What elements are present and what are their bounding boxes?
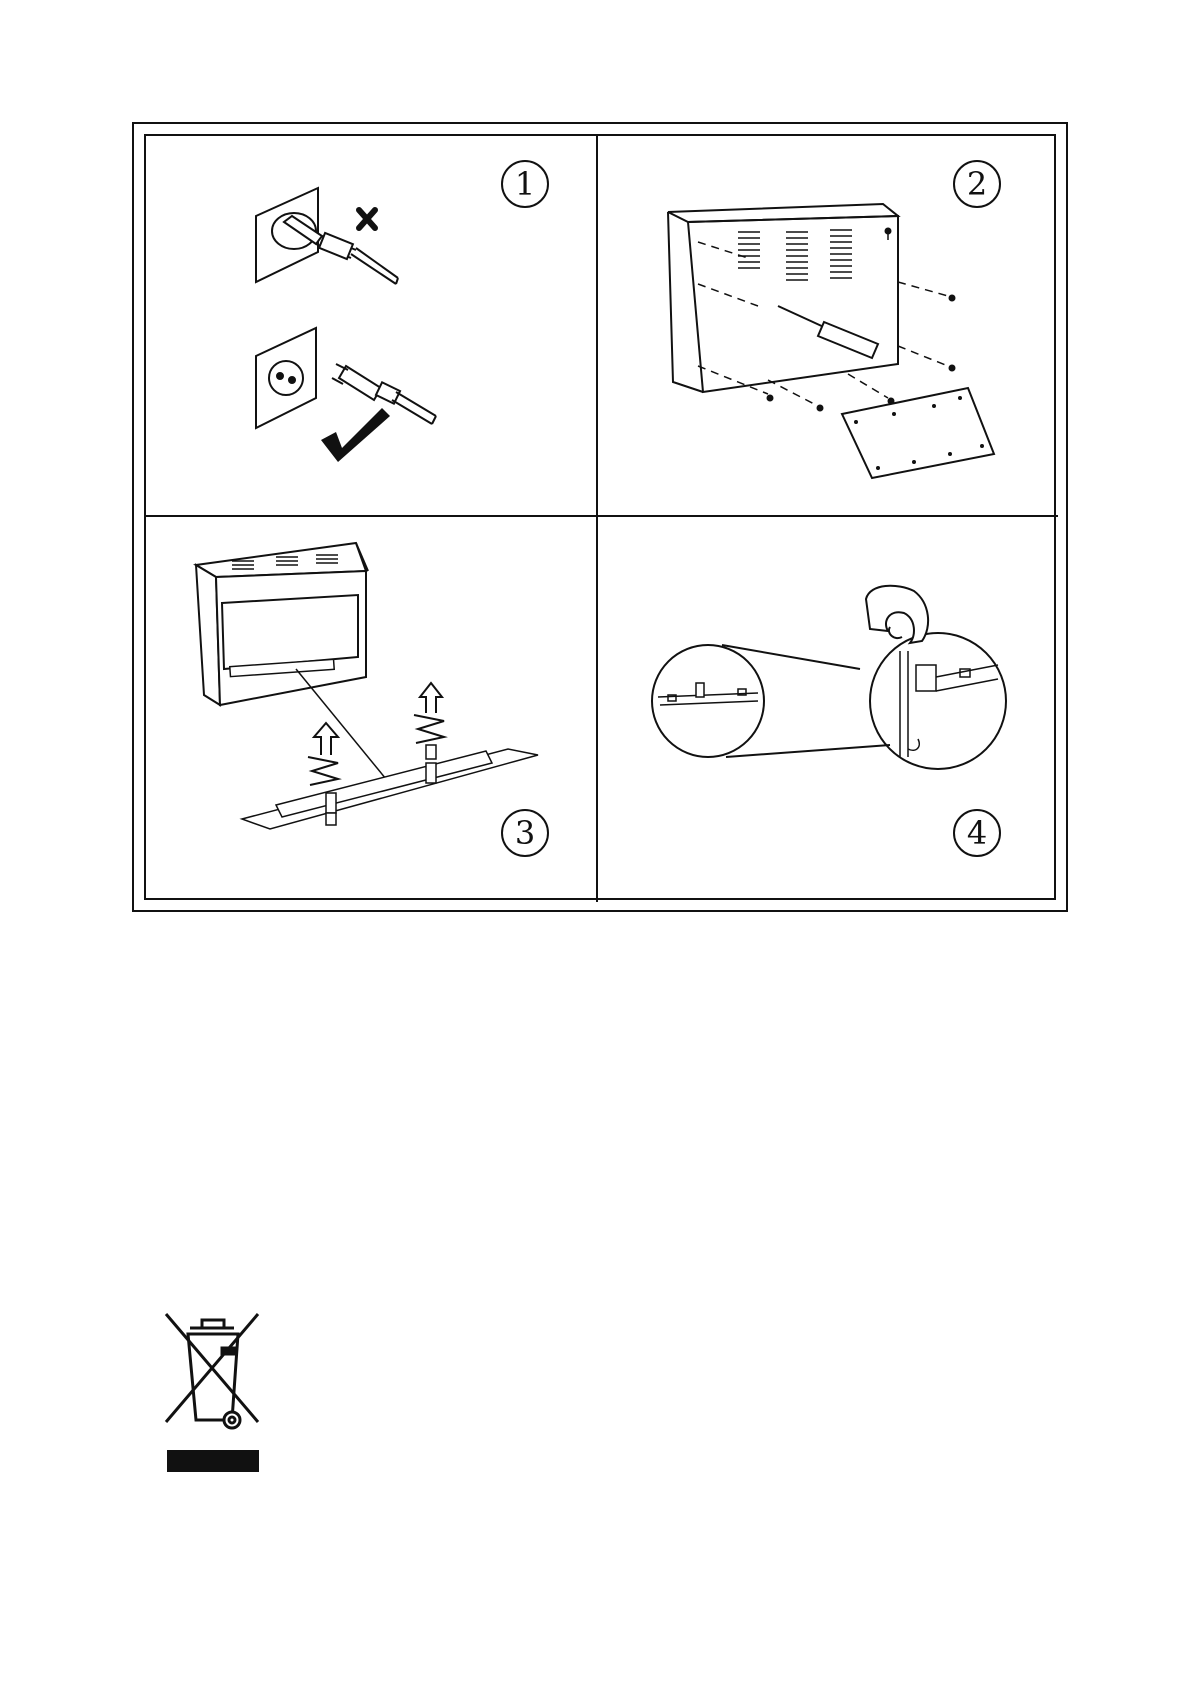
step-4-number: 4 <box>953 809 1001 857</box>
instruction-figure: 1 <box>132 122 1068 912</box>
step-2-panel: 2 <box>598 136 1058 517</box>
step-3-number: 3 <box>501 809 549 857</box>
screws <box>767 228 956 412</box>
wall-plate-right <box>256 328 316 428</box>
screwdriver-icon <box>778 306 878 358</box>
detail-circle-large <box>870 633 1006 769</box>
step-1-number: 1 <box>501 160 549 208</box>
socket-right <box>269 361 303 395</box>
vent-slots <box>738 230 852 280</box>
crossed-out-wheelie-bin-icon <box>160 1310 266 1475</box>
step-2-number: 2 <box>953 160 1001 208</box>
back-cover-panel <box>842 388 994 478</box>
spring-up-arrow-icon <box>308 723 338 785</box>
hand-icon <box>866 586 928 643</box>
step-4-panel: 4 <box>598 517 1058 902</box>
wrong-mark-icon <box>359 210 375 228</box>
spring-up-arrow-icon <box>414 683 444 743</box>
correct-mark-icon <box>321 408 390 462</box>
step-3-panel: 3 <box>146 517 598 902</box>
step-1-panel: 1 <box>146 136 598 517</box>
instruction-grid: 1 <box>144 134 1056 900</box>
